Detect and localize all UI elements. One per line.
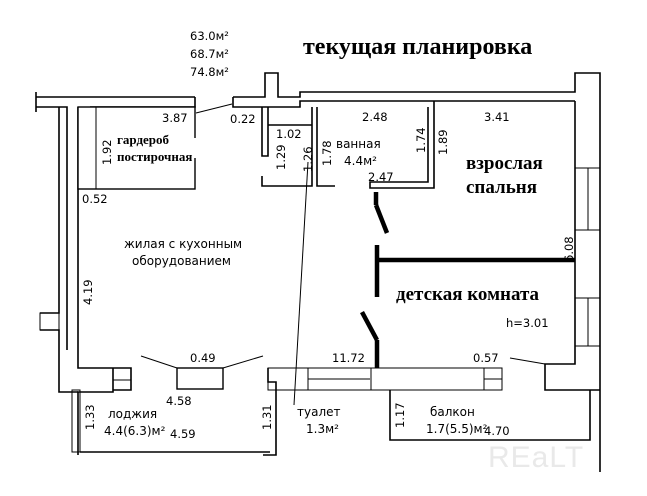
toilet-label: туалет (297, 405, 341, 419)
dim-3-87: 3.87 (162, 111, 188, 125)
living-label-2: оборудованием (132, 254, 231, 268)
ceiling-height: h=3.01 (506, 316, 549, 330)
watermark: REaLT (488, 441, 584, 474)
balcony-label: балкон (430, 405, 475, 419)
dim-3-41: 3.41 (484, 110, 510, 124)
living-label-1: жилая с кухонным (124, 237, 242, 251)
bathroom-label: ванная (336, 137, 381, 151)
dim-1-74: 1.74 (414, 127, 428, 153)
dim-0-22: 0.22 (230, 112, 256, 126)
dim-1-31: 1.31 (260, 404, 274, 430)
wardrobe-label-1: гардероб (117, 132, 170, 147)
plan-title: текущая планировка (303, 34, 532, 60)
dim-2-47: 2.47 (368, 170, 394, 184)
loggia-area: 4.4(6.3)м² (104, 424, 166, 438)
balcony-area: 1.7(5.5)м² (426, 422, 488, 436)
dim-1-78: 1.78 (320, 140, 334, 166)
area-total-2: 68.7м² (190, 47, 229, 61)
dim-0-52: 0.52 (82, 192, 108, 206)
dim-4-70: 4.70 (484, 424, 510, 438)
area-total-3: 74.8м² (190, 65, 229, 79)
dim-1-33: 1.33 (83, 404, 97, 430)
dim-0-49: 0.49 (190, 351, 216, 365)
dim-4-58: 4.58 (166, 394, 192, 408)
wardrobe-label-2: постирочная (117, 149, 192, 164)
walls (35, 72, 601, 472)
dim-11-72: 11.72 (332, 351, 365, 365)
dim-1-92: 1.92 (100, 139, 114, 165)
loggia-label: лоджия (108, 407, 157, 421)
kids-room-label: детская комната (396, 284, 540, 305)
new-partitions (360, 192, 575, 368)
dim-1-17: 1.17 (393, 402, 407, 428)
dim-0-57: 0.57 (473, 351, 499, 365)
dim-2-48: 2.48 (362, 110, 388, 124)
dim-1-26: 1.26 (301, 146, 315, 172)
leader-lines (140, 103, 546, 406)
bedroom-label-1: взрослая (466, 153, 543, 174)
bedroom-label-2: спальня (466, 177, 537, 198)
toilet-area: 1.3м² (306, 422, 339, 436)
dim-4-59: 4.59 (170, 427, 196, 441)
dim-1-29: 1.29 (274, 144, 288, 170)
bathroom-area: 4.4м² (344, 154, 377, 168)
dim-6-08: 6.08 (562, 236, 576, 262)
area-total-1: 63.0м² (190, 29, 229, 43)
dim-1-89: 1.89 (436, 129, 450, 155)
dim-1-02: 1.02 (276, 127, 302, 141)
dim-4-19: 4.19 (81, 279, 95, 305)
